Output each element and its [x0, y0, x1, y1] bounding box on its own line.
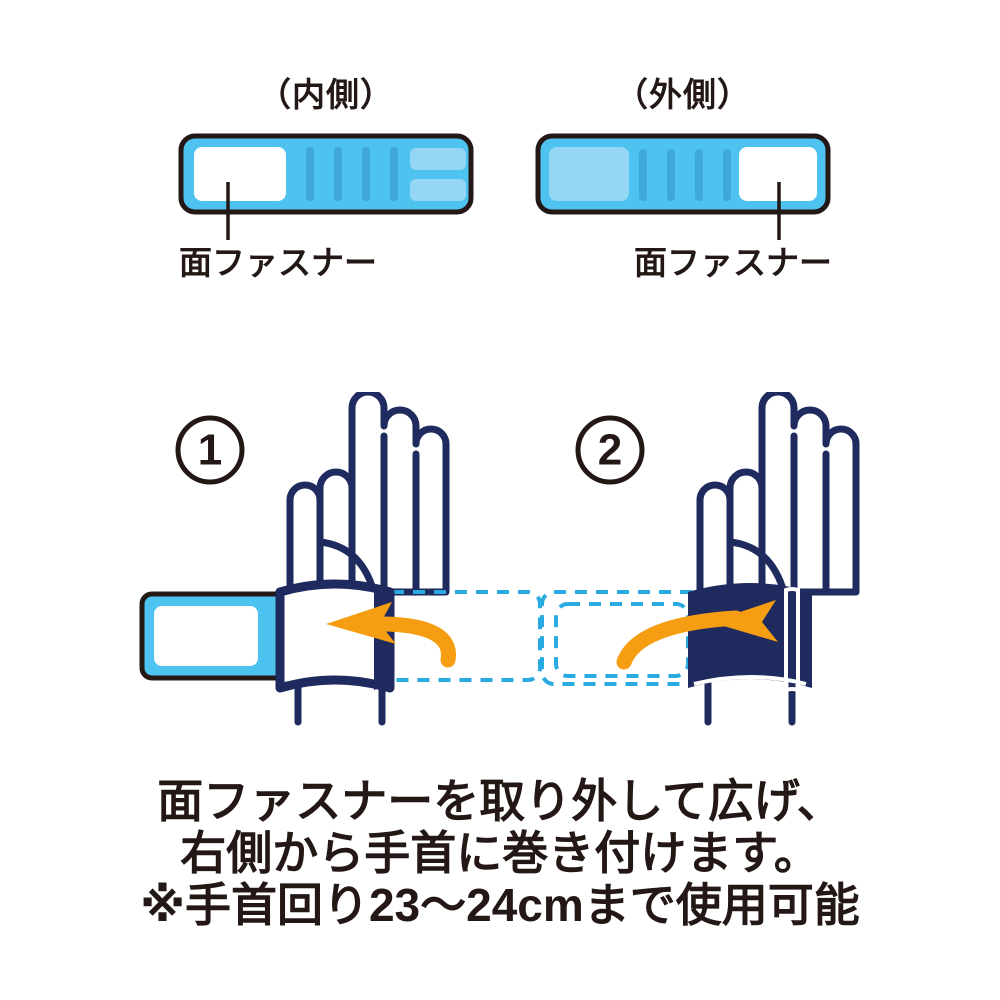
arrow-shaft — [378, 616, 456, 668]
step-1-illustration: 1 — [139, 392, 542, 726]
band-stripe — [362, 147, 370, 201]
curved-arrow-icon — [326, 602, 456, 668]
band-stripe — [723, 149, 731, 201]
fastener-patch-outer — [739, 147, 817, 201]
cuff-wrapped-hem — [693, 675, 807, 686]
band-light-bar — [410, 179, 466, 201]
band-stripe — [390, 147, 398, 201]
caption-line-3: ※手首回り23〜24cmまで使用可能 — [140, 879, 860, 931]
band-stripe — [639, 149, 647, 201]
dashed-target-outline-1 — [378, 590, 542, 682]
band-heading-inner: （内側） — [258, 76, 394, 113]
band-outer-svg — [535, 133, 831, 215]
band-panel-inner: （内側） 面ファスナー — [178, 76, 474, 279]
cuff-wrapped-seam — [784, 587, 800, 693]
band-strip-step-1 — [139, 591, 305, 681]
band-light-bar — [410, 148, 466, 170]
band-stripe — [306, 147, 314, 201]
band-illustration-inner — [178, 133, 474, 215]
step-1-badge: 1 — [175, 415, 245, 485]
circled-number-icon — [175, 415, 245, 485]
band-panel-outer: （外側） 面ファスナー — [535, 76, 832, 279]
caption-line-1: 面ファスナーを取り外して広げ、 — [157, 775, 843, 827]
step-2-badge: 2 — [575, 415, 645, 485]
fastener-label-inner: 面ファスナー — [179, 244, 377, 281]
band-light-block — [549, 147, 629, 201]
dashed-target-outline-2 — [540, 590, 704, 686]
circled-number-icon — [575, 415, 645, 485]
caption-line-2: 右側から手首に巻き付けます。 — [180, 827, 820, 879]
curved-arrow-icon — [616, 600, 778, 670]
band-heading-outer: （外側） — [615, 76, 751, 113]
fastener-label-outer: 面ファスナー — [634, 244, 832, 281]
cuff-wrapped — [688, 583, 812, 693]
cuff-wrapped-body — [688, 583, 812, 688]
step-1: 1 — [130, 392, 550, 742]
band-stripe — [334, 147, 342, 201]
band-strip-fastener — [154, 606, 258, 666]
band-illustration-outer — [535, 133, 831, 215]
step-2-illustration: 2 — [540, 392, 860, 726]
band-stripe — [667, 149, 675, 201]
arrow-head — [326, 602, 396, 644]
arrow-head — [710, 600, 778, 642]
band-stripe — [695, 149, 703, 201]
band-inner-svg — [178, 133, 474, 215]
step-2: 2 — [530, 392, 950, 742]
hand-icon — [286, 392, 450, 596]
step-1-number: 1 — [198, 426, 222, 475]
fastener-patch-inner — [194, 147, 286, 201]
step-2-number: 2 — [598, 426, 622, 475]
dashed-outer — [540, 590, 704, 686]
arrow-shaft — [616, 610, 744, 670]
hand-icon — [696, 392, 860, 596]
cuff-open — [275, 579, 395, 693]
caption-block: 面ファスナーを取り外して広げ、 右側から手首に巻き付けます。 ※手首回り23〜2… — [0, 775, 1000, 931]
